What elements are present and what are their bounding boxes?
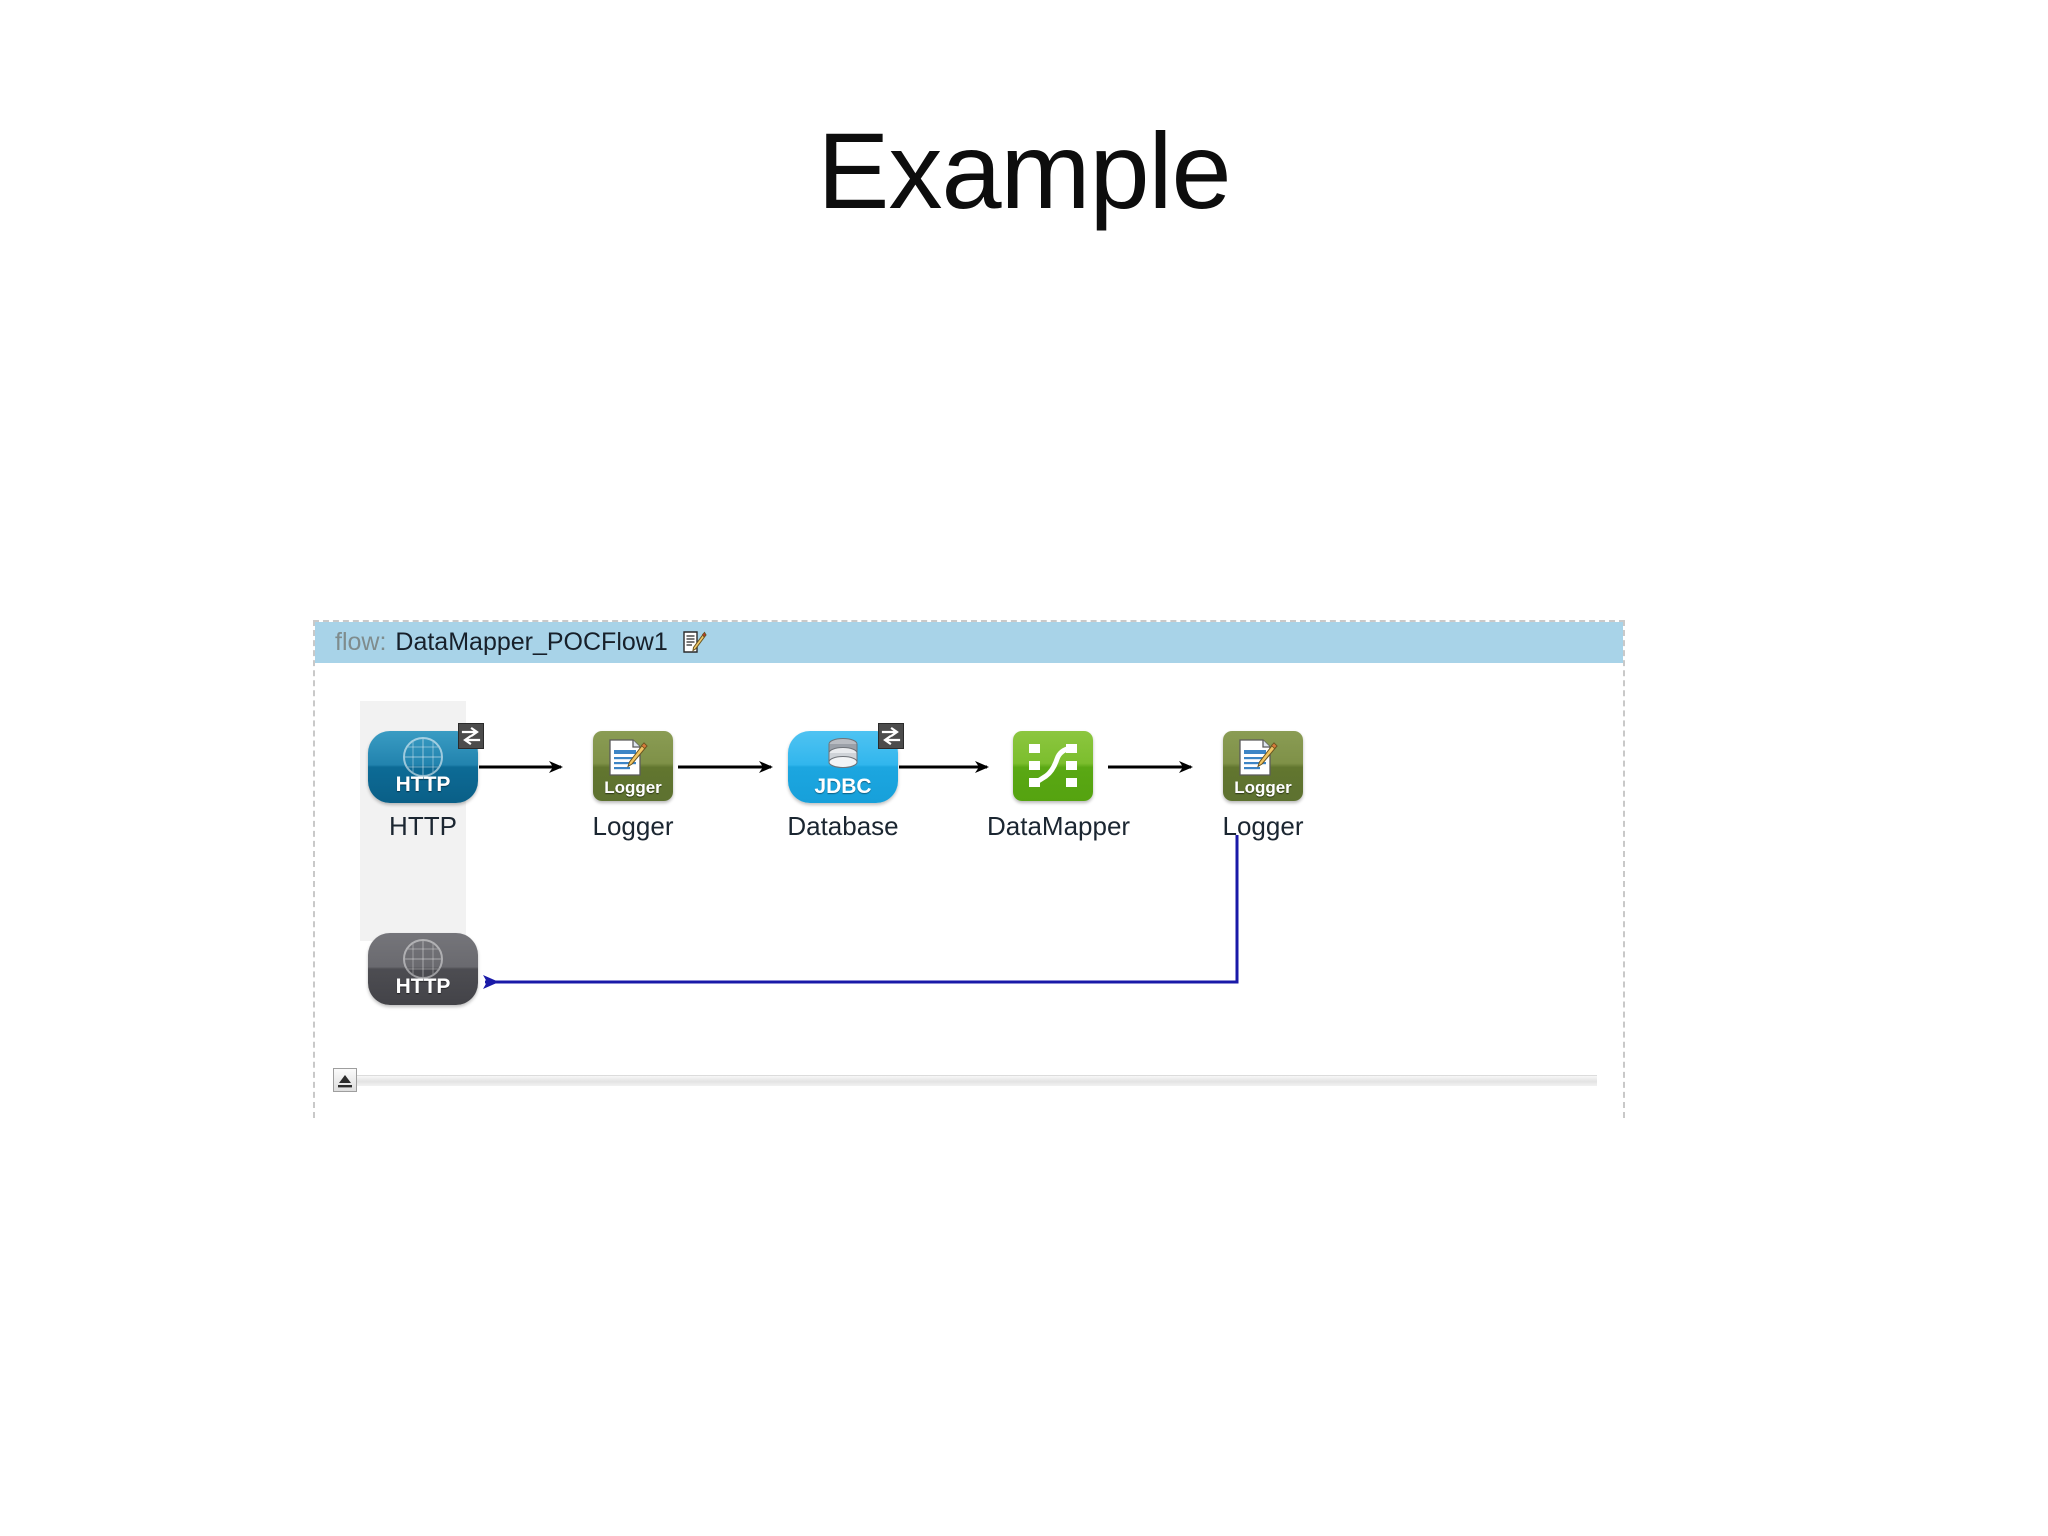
collapse-flow-handle[interactable] [333,1068,357,1092]
database-icon-text: JDBC [814,775,872,798]
flow-node-label: Logger [592,811,674,841]
flow-node-label: HTTP [389,811,457,841]
flow-node-logger-2[interactable]: Logger Logger [1197,731,1329,842]
exchange-pattern-badge [458,723,484,749]
database-jdbc-icon[interactable]: JDBC [788,723,904,803]
database-cylinder-icon [825,738,861,776]
flow-node-label: DataMapper [987,811,1131,841]
logger-icon[interactable]: Logger [593,731,673,801]
flow-node-label: Logger [1222,811,1304,841]
http-response-icon-text: HTTP [395,975,451,998]
edit-document-pencil-icon[interactable] [681,630,707,656]
logger-icon[interactable]: Logger [1223,731,1303,801]
flow-name-label: DataMapper_POCFlow1 [395,628,668,656]
flow-node-http-inbound[interactable]: HTTP HTTP [357,723,489,842]
logger-icon-text: Logger [1234,778,1292,797]
exchange-pattern-badge [878,723,904,749]
flow-node-database[interactable]: JDBC Database [777,723,909,842]
datamapper-icon[interactable] [1013,731,1093,801]
document-pencil-icon [605,737,649,781]
flow-editor-canvas[interactable]: flow: DataMapper_POCFlow1 [313,620,1625,1118]
flow-node-datamapper[interactable]: DataMapper [959,717,1135,857]
page-title: Example [817,110,1231,231]
http-response-icon[interactable]: HTTP [368,933,478,1005]
flow-key-label: flow: [335,628,387,656]
flow-node-logger-1[interactable]: Logger Logger [567,731,699,842]
logger-icon-text: Logger [604,778,662,797]
connector-layer [479,761,1239,989]
globe-icon [403,737,443,777]
http-endpoint-icon[interactable]: HTTP [368,723,484,803]
flow-header-bar: flow: DataMapper_POCFlow1 [315,622,1623,663]
flow-node-label: Database [787,811,899,841]
connector-logger2-to-http-response [483,835,1239,989]
flow-diagram-area[interactable]: HTTP HTTP [315,663,1623,1118]
globe-icon [403,939,443,979]
collapse-bar [337,1075,1597,1086]
flow-node-http-response[interactable]: HTTP [357,933,489,1013]
document-pencil-icon [1235,737,1279,781]
http-icon-text: HTTP [395,773,451,796]
